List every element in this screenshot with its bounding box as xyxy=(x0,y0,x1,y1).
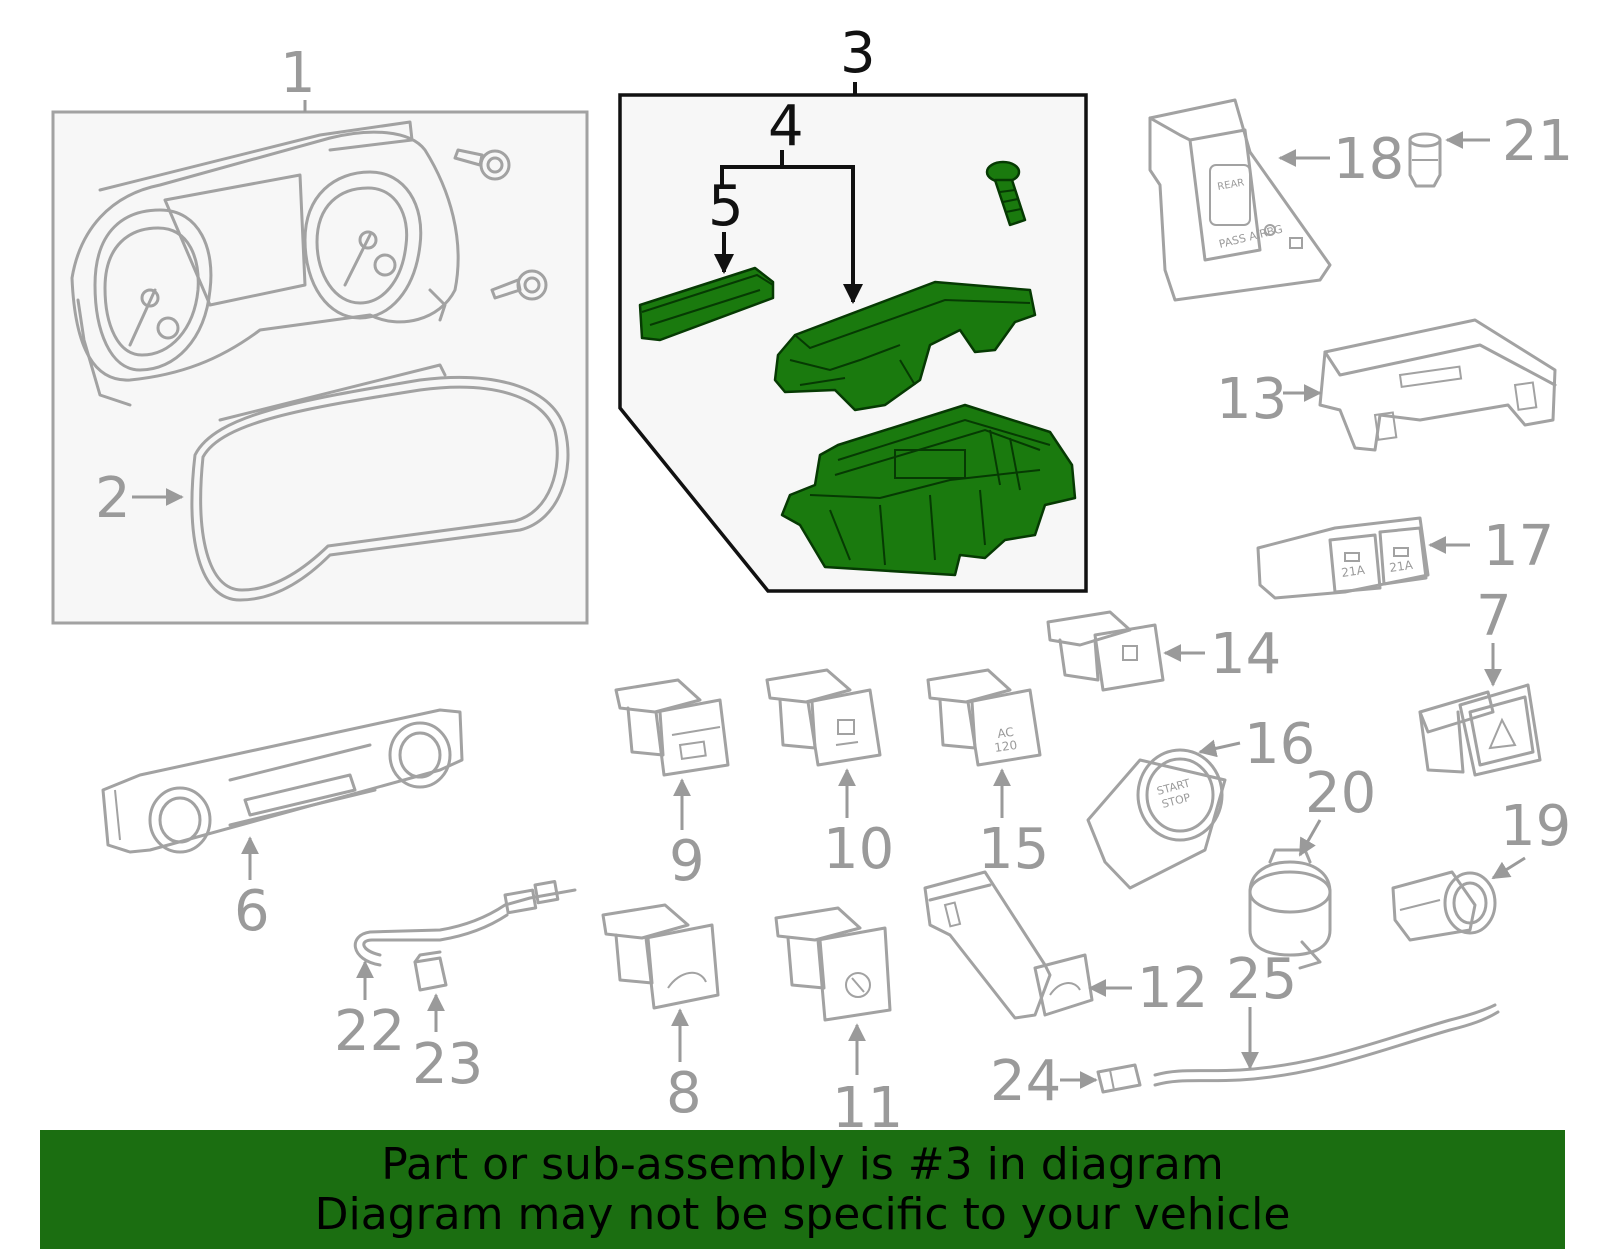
cable-25 xyxy=(1153,1003,1500,1087)
callout-20: 20 xyxy=(1305,761,1376,826)
switch-15: AC 120 xyxy=(926,668,1042,767)
callout-8: 8 xyxy=(666,1061,702,1126)
sensor-22 xyxy=(353,880,577,967)
rear-label: REAR xyxy=(1217,177,1246,193)
switch-14 xyxy=(1046,610,1165,692)
banner-line-1: Part or sub-assembly is #3 in diagram xyxy=(381,1138,1224,1190)
callout-17: 17 xyxy=(1483,514,1554,579)
airbag-indicator: REAR PASS AIRBG xyxy=(1148,98,1332,302)
callout-7: 7 xyxy=(1476,584,1512,649)
switch-8 xyxy=(601,903,720,1010)
switch-9 xyxy=(614,678,730,777)
outlet-19 xyxy=(1391,870,1497,942)
usb-label-a: 21A xyxy=(1340,563,1366,580)
callout-16: 16 xyxy=(1244,712,1315,777)
callout-22: 22 xyxy=(334,999,405,1064)
ac-voltage-label: 120 xyxy=(993,738,1018,755)
callout-12: 12 xyxy=(1137,956,1208,1021)
highlighted-bolt xyxy=(985,160,1027,227)
switch-11 xyxy=(774,906,892,1022)
screw-bottom xyxy=(490,269,548,301)
highlight-group: 3 4 5 xyxy=(618,21,1088,593)
callout-24: 24 xyxy=(990,1049,1061,1114)
callout-4: 4 xyxy=(768,94,804,159)
callout-10: 10 xyxy=(823,817,894,882)
highlighted-housing xyxy=(780,403,1077,577)
callout-19: 19 xyxy=(1500,794,1571,859)
bulb-21 xyxy=(1408,132,1442,188)
callout-13: 13 xyxy=(1216,367,1287,432)
screw-top xyxy=(453,148,511,181)
callout-25: 25 xyxy=(1226,947,1297,1012)
callout-3: 3 xyxy=(840,21,876,86)
clip-23 xyxy=(413,950,448,992)
cluster-group: 1 xyxy=(51,41,589,625)
switch-panel-13 xyxy=(1318,318,1557,452)
callout-9: 9 xyxy=(669,829,705,894)
climate-control-6 xyxy=(101,708,464,854)
cluster-box xyxy=(51,110,589,625)
start-stop-16: START STOP xyxy=(1086,748,1227,890)
switch-10 xyxy=(765,668,882,767)
callout-21: 21 xyxy=(1502,109,1573,174)
callout-6: 6 xyxy=(234,879,270,944)
callout-15: 15 xyxy=(978,817,1049,882)
usb-label-b: 21A xyxy=(1388,558,1414,575)
combination-meter xyxy=(70,120,460,407)
switch-12 xyxy=(923,870,1094,1020)
notice-banner: Part or sub-assembly is #3 in diagram Di… xyxy=(40,1130,1565,1249)
callout-2: 2 xyxy=(95,466,131,531)
highlighted-trim xyxy=(638,266,775,342)
ac-label: AC xyxy=(996,725,1014,741)
banner-line-2: Diagram may not be specific to your vehi… xyxy=(314,1188,1291,1240)
callout-18: 18 xyxy=(1333,127,1404,192)
callout-14: 14 xyxy=(1210,622,1281,687)
callout-5: 5 xyxy=(708,174,744,239)
cluster-lens xyxy=(190,363,570,602)
hazard-switch-7 xyxy=(1418,683,1542,777)
connector-24 xyxy=(1096,1063,1142,1094)
usb-ports-17: 21A 21A xyxy=(1256,516,1430,600)
highlighted-bezel xyxy=(773,280,1037,412)
callout-23: 23 xyxy=(412,1032,483,1097)
callout-1: 1 xyxy=(280,41,316,106)
